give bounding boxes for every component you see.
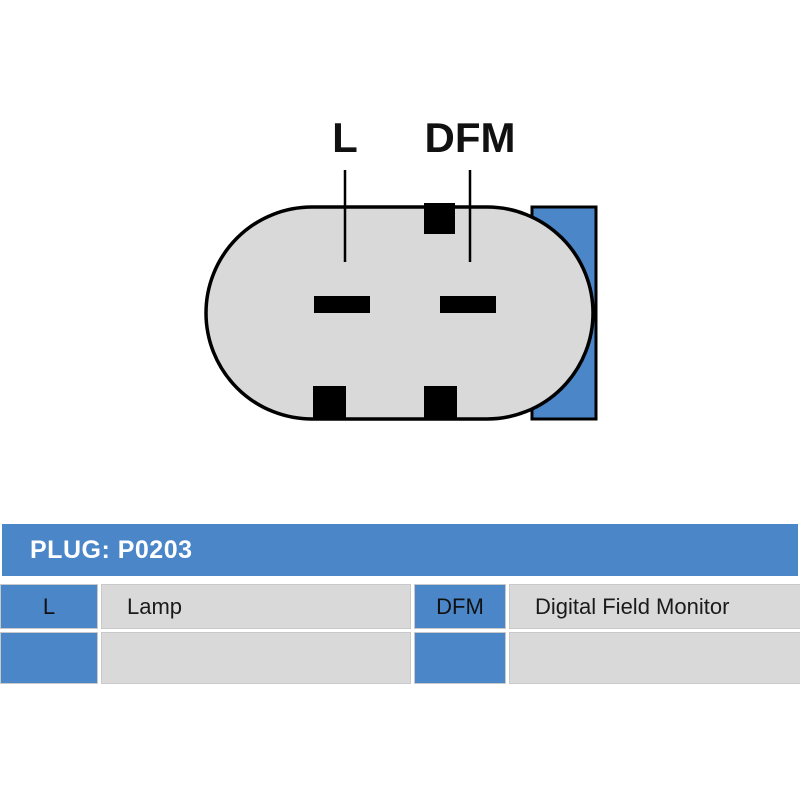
- tab-top: [424, 203, 455, 234]
- cell-pin-code-dfm: DFM: [414, 584, 506, 629]
- connector-diagram: L DFM: [204, 114, 598, 421]
- tab-bottom-right: [424, 386, 457, 419]
- plug-table-rows: L Lamp DFM Digital Field Monitor: [0, 584, 800, 684]
- tab-bottom-left: [313, 386, 346, 419]
- table-row: [0, 632, 800, 684]
- pin-l: [314, 296, 370, 313]
- pin-dfm: [440, 296, 496, 313]
- cell-pin-desc-lamp: Lamp: [101, 584, 411, 629]
- table-row: L Lamp DFM Digital Field Monitor: [0, 584, 800, 629]
- cell-empty-blue-1: [0, 632, 98, 684]
- cell-empty-blue-2: [414, 632, 506, 684]
- cell-pin-code-l: L: [0, 584, 98, 629]
- label-dfm: DFM: [425, 114, 516, 161]
- plug-table-header: PLUG: P0203: [0, 522, 800, 578]
- connector-body: [204, 205, 595, 421]
- label-l: L: [332, 114, 358, 161]
- plug-table: PLUG: P0203 L Lamp DFM Digital Field Mon…: [0, 522, 800, 684]
- cell-empty-gray-1: [101, 632, 411, 684]
- cell-empty-gray-2: [509, 632, 800, 684]
- connector-diagram-svg: L DFM: [204, 114, 598, 421]
- cell-pin-desc-dfm: Digital Field Monitor: [509, 584, 800, 629]
